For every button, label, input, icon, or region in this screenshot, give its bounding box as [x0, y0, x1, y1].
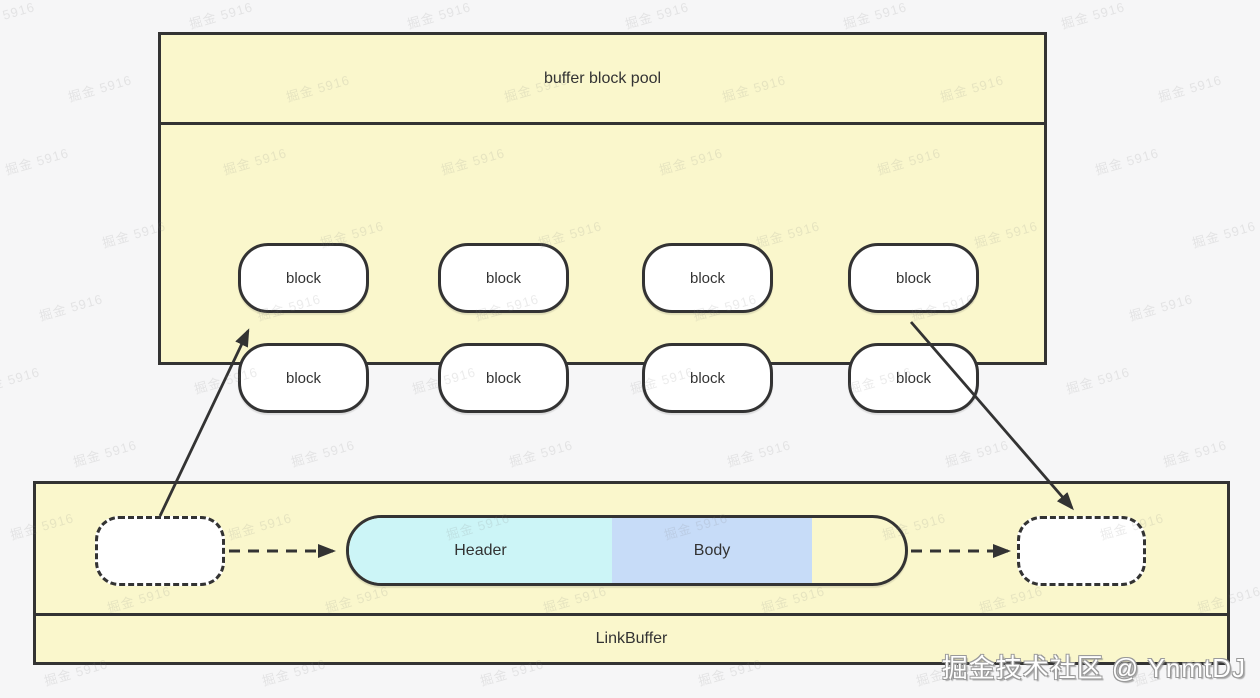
watermark-text: 掘金 5916 [1064, 364, 1132, 397]
block-node: block [642, 343, 773, 413]
watermark-text: 掘金 5916 [66, 72, 134, 105]
watermark-text: 掘金 5916 [405, 0, 473, 32]
watermark-text: 掘金 5916 [623, 0, 691, 32]
attribution-watermark: 掘金技术社区 @ YnmtDJ [941, 653, 1246, 683]
block-label: block [689, 369, 726, 387]
watermark-text: 掘金 5916 [0, 364, 42, 397]
block-label: block [689, 269, 726, 287]
block-node: block [238, 343, 369, 413]
block-label: block [285, 269, 322, 287]
pool-body: block block block block block block bloc… [161, 125, 1044, 413]
watermark-text: 掘金 5916 [187, 0, 255, 32]
watermark-text: 掘金 5916 [1127, 291, 1195, 324]
buffer-capsule-node: Header Body [346, 515, 908, 586]
watermark-text: 掘金 5916 [71, 437, 139, 470]
watermark-text: 掘金 5916 [1190, 218, 1258, 251]
block-label: block [485, 269, 522, 287]
block-node: block [438, 243, 569, 313]
block-node: block [438, 343, 569, 413]
watermark-text: 掘金 5916 [0, 0, 37, 32]
watermark-text: 掘金 5916 [1093, 145, 1161, 178]
linkbuffer-label: LinkBuffer [36, 613, 1227, 662]
block-label: block [895, 369, 932, 387]
pool-title: buffer block pool [161, 35, 1044, 125]
empty-slot-right [1017, 516, 1146, 586]
watermark-text: 掘金 5916 [1161, 437, 1229, 470]
header-segment: Header [349, 518, 612, 583]
block-node: block [848, 243, 979, 313]
block-node: block [238, 243, 369, 313]
watermark-text: 掘金 5916 [289, 437, 357, 470]
watermark-text: 掘金 5916 [943, 437, 1011, 470]
body-segment: Body [612, 518, 812, 583]
watermark-text: 掘金 5916 [37, 291, 105, 324]
watermark-text: 掘金 5916 [725, 437, 793, 470]
block-label: block [485, 369, 522, 387]
empty-slot-left [95, 516, 225, 586]
block-label: block [285, 369, 322, 387]
watermark-text: 掘金 5916 [3, 145, 71, 178]
watermark-text: 掘金 5916 [841, 0, 909, 32]
block-node: block [848, 343, 979, 413]
linkbuffer-container: Header Body LinkBuffer [33, 481, 1230, 665]
watermark-text: 掘金 5916 [1059, 0, 1127, 32]
watermark-text: 掘金 5916 [1156, 72, 1224, 105]
header-label: Header [454, 541, 507, 559]
block-label: block [895, 269, 932, 287]
buffer-block-pool: buffer block pool block block block bloc… [158, 32, 1047, 413]
watermark-text: 掘金 5916 [507, 437, 575, 470]
body-label: Body [693, 541, 731, 559]
unused-segment [812, 518, 905, 583]
block-node: block [642, 243, 773, 313]
